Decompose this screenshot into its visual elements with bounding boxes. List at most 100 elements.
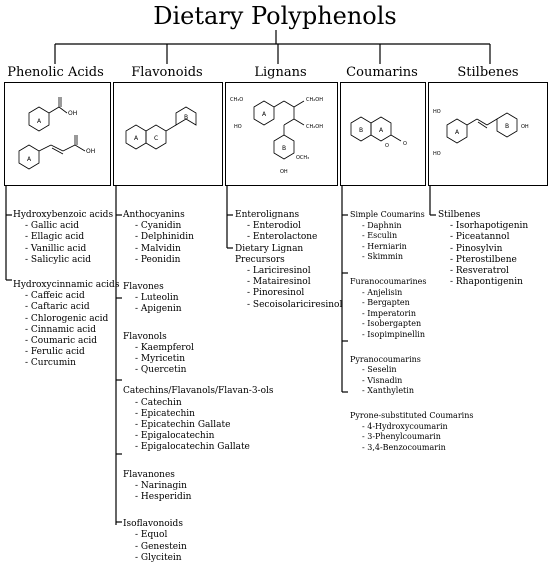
list-item: Enterolactone xyxy=(235,232,342,243)
group-label: Pyrone-substituted Coumarins xyxy=(350,410,474,420)
list-item: Isopimpinellin xyxy=(350,330,473,341)
list-item: Ferulic acid xyxy=(13,347,119,358)
list-item: Epicatechin xyxy=(123,409,274,420)
group-label: Flavanones xyxy=(123,469,175,480)
category-label-phenolic-acids: Phenolic Acids xyxy=(7,65,104,80)
phenolic-acid-structures: A OH A OH xyxy=(18,97,95,170)
list-item: Skimmin xyxy=(350,252,473,263)
list-item: Vanillic acid xyxy=(13,244,119,255)
oh-label: OH xyxy=(68,110,77,117)
ring-a-label: A xyxy=(455,129,460,136)
list-item: Lariciresinol xyxy=(235,266,342,277)
list-item: Bergapten xyxy=(350,298,473,309)
list-item: Enterodiol xyxy=(235,221,342,232)
list-phenolic-acids: Hydroxybenzoic acids Gallic acid Ellagic… xyxy=(13,210,119,370)
list-item: Quercetin xyxy=(123,365,274,376)
list-item: Delphinidin xyxy=(123,232,274,243)
oh-label: OH xyxy=(86,148,95,155)
stilbene-structure: A B HO HO OH xyxy=(433,109,529,157)
structure-box-coumarins: B A O O xyxy=(340,82,426,186)
group-label: Hydroxybenzoic acids xyxy=(13,210,114,220)
ring-a-label: A xyxy=(27,156,32,163)
structure-box-lignans: CH₃O HO A CH₂OH CH₂OH B OCH₃ OH xyxy=(225,82,338,186)
ho-label: HO xyxy=(234,124,242,130)
group-label: Anthocyanins xyxy=(123,210,185,220)
list-item: Epicatechin Gallate xyxy=(123,420,274,431)
och3-label: CH₃O xyxy=(230,97,243,103)
category-label-coumarins: Coumarins xyxy=(346,65,418,80)
ho-label: HO xyxy=(433,151,441,157)
ch2oh-label: CH₂OH xyxy=(306,124,323,130)
list-item: Catechin xyxy=(123,398,274,409)
structure-box-flavonoids: A C B xyxy=(113,82,223,186)
ring-a-label: A xyxy=(262,111,267,118)
ring-a-label: A xyxy=(379,127,384,134)
list-item: Salicylic acid xyxy=(13,255,119,266)
list-item: Genestein xyxy=(123,542,274,553)
list-item: Anjelisin xyxy=(350,288,473,299)
list-item: Epigalocatechin xyxy=(123,431,274,442)
och3-label: OCH₃ xyxy=(296,155,309,161)
list-item: Pterostilbene xyxy=(438,255,528,266)
list-item: Coumaric acid xyxy=(13,336,119,347)
category-label-stilbenes: Stilbenes xyxy=(457,65,519,80)
list-item: Pinoresinol xyxy=(235,288,342,299)
group-label: Simple Coumarins xyxy=(350,210,425,219)
list-item: Piceatannol xyxy=(438,232,528,243)
group-label: Dietary Lignan Precursors xyxy=(235,243,304,265)
list-item: Curcumin xyxy=(13,358,119,369)
structure-box-stilbenes: A B HO HO OH xyxy=(428,82,548,186)
list-item: Visnadin xyxy=(350,376,473,387)
ring-c-label: C xyxy=(154,135,158,142)
group-label: Enterolignans xyxy=(235,210,300,220)
list-item: Kaempferol xyxy=(123,343,274,354)
list-item: Epigalocatechin Gallate xyxy=(123,442,274,453)
list-item: Pinosylvin xyxy=(438,244,528,255)
ring-a-label: A xyxy=(37,118,42,125)
list-item: Chlorogenic acid xyxy=(13,314,119,325)
list-coumarins: Simple Coumarins Daphnin Esculin Herniar… xyxy=(350,210,473,453)
group-label: Catechins/Flavanols/Flavan-3-ols xyxy=(123,386,274,397)
coumarin-structure: B A O O xyxy=(350,116,407,149)
list-item: Herniarin xyxy=(350,242,473,253)
carbonyl-oxygen-label: O xyxy=(403,141,407,147)
list-item: 4-Hydroxycoumarin xyxy=(350,422,473,433)
ring-b-label: B xyxy=(184,114,188,121)
list-item: Hesperidin xyxy=(123,492,274,503)
ring-a-label: A xyxy=(134,135,139,142)
group-label: Pyranocoumarins xyxy=(350,354,421,364)
list-item: Imperatorin xyxy=(350,309,473,320)
list-item: Esculin xyxy=(350,231,473,242)
list-item: Equol xyxy=(123,530,274,541)
list-item: Myricetin xyxy=(123,354,274,365)
oh-label: OH xyxy=(521,124,529,130)
list-item: Glycitein xyxy=(123,553,274,564)
oxygen-label: O xyxy=(385,143,389,149)
list-item: Rhapontigenin xyxy=(438,277,528,288)
ho-label: HO xyxy=(433,109,441,115)
lignan-structure: CH₃O HO A CH₂OH CH₂OH B OCH₃ OH xyxy=(230,97,323,175)
list-item: Gallic acid xyxy=(13,221,119,232)
ring-b-label: B xyxy=(359,127,363,134)
list-item: Resveratrol xyxy=(438,266,528,277)
oh-label: OH xyxy=(280,169,288,175)
group-label: Hydroxycinnamic acids xyxy=(13,280,120,291)
list-stilbenes: Stilbenes Isorhapotigenin Piceatannol Pi… xyxy=(438,210,528,288)
list-item: Narinagin xyxy=(123,481,274,492)
category-label-lignans: Lignans xyxy=(254,65,307,80)
list-item: Xanthyletin xyxy=(350,386,473,397)
list-item: Seselin xyxy=(350,365,473,376)
ring-b-label: B xyxy=(282,145,286,152)
ch2oh-label: CH₂OH xyxy=(306,97,323,103)
list-item: Luteolin xyxy=(123,293,274,304)
group-label: Isoflavonoids xyxy=(123,519,183,530)
category-label-flavonoids: Flavonoids xyxy=(131,65,203,80)
list-item: Matairesinol xyxy=(235,277,342,288)
group-label: Flavonols xyxy=(123,331,167,342)
diagram-title: Dietary Polyphenols xyxy=(153,2,397,30)
group-label: Furanocoumarines xyxy=(350,276,427,286)
list-item: Isorhapotigenin xyxy=(438,221,528,232)
flavonoid-structure: A C B xyxy=(125,106,197,150)
list-item: Peonidin xyxy=(123,255,274,266)
list-item: 3,4-Benzocoumarin xyxy=(350,443,473,454)
